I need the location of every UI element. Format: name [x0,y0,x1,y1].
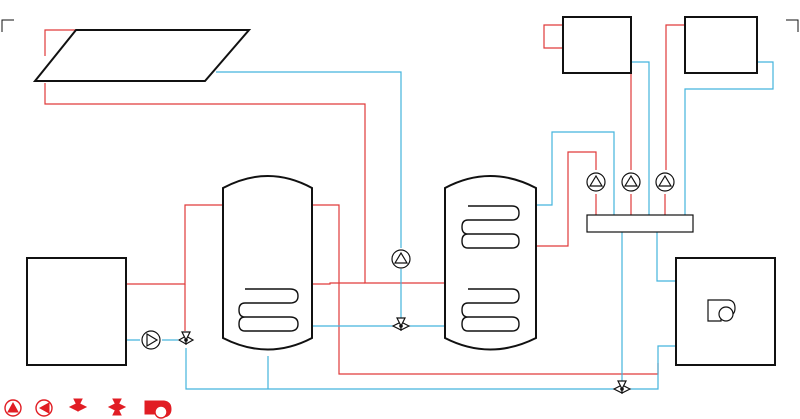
legend-four-way-valve-icon [107,398,127,416]
pumps [141,172,675,350]
legend [4,398,172,419]
three-way-valve-icon-left [177,331,195,346]
solar-collector [32,29,252,82]
storage-tank-left [222,175,313,351]
fan-heater-rotor-icon [718,306,734,322]
heating-circuit-pump-2-icon [621,172,641,192]
buffer-tank-right [444,175,537,351]
legend-pump-right-icon [4,399,22,417]
heat-exchanger-coil-lower [461,288,520,332]
radiator-left-top [562,16,632,74]
three-way-valve-icon-middle [391,317,411,331]
air-handler-unit [675,257,776,366]
legend-pump-left-icon [35,399,53,417]
boiler-unit [26,257,127,366]
radiator-box-right [684,16,758,74]
boiler-circulation-pump-icon [141,330,161,350]
background-frame [1,19,799,32]
heat-exchanger-coil-upper [461,205,520,249]
radiator-right-top [684,16,758,74]
heating-circuit-pump-1-icon [586,172,606,192]
three-way-valve-icon-bottom [612,380,632,394]
boiler-box [26,257,127,366]
manifold-bar [586,214,694,233]
valves [177,317,632,394]
distribution-manifold [586,214,694,233]
legend-three-way-valve-icon [68,398,88,412]
legend-fan-icon [144,400,172,419]
heat-exchanger-coil-left [238,288,299,332]
heating-circuit-pump-3-icon [655,172,675,192]
solar-circulation-pump-icon [391,249,411,269]
storage-tank-right [444,175,537,351]
buffer-tank-left [222,175,313,351]
solar-panel-shape [32,29,252,82]
radiator-box-left [562,16,632,74]
